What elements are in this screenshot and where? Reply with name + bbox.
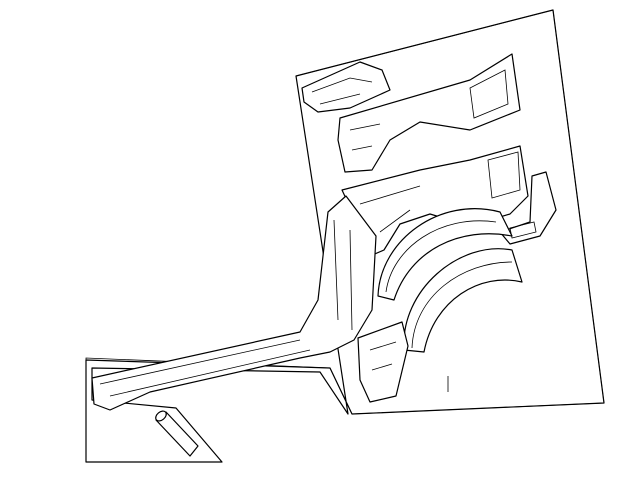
wheelhouse-outer (403, 248, 523, 353)
lower-pillar-reinforcement (357, 321, 409, 403)
rocker-plug (155, 410, 199, 457)
hinge-pillar-and-rocker (91, 195, 377, 411)
wheelhouse-inner (377, 208, 513, 301)
upper-rear-inner-panel (337, 53, 521, 173)
assembly-outline-main (85, 9, 605, 463)
upper-rear-panel-bracket (301, 61, 391, 113)
